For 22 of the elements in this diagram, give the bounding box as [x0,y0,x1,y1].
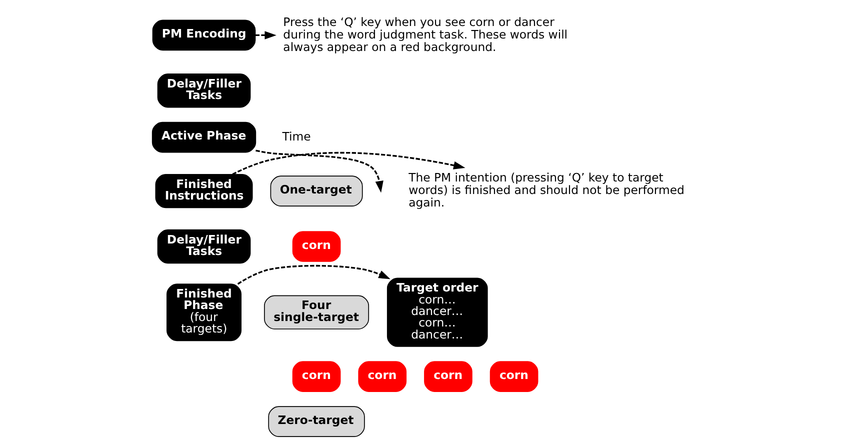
arrow [232,152,466,176]
node-text: The PM intention (pressing ‘Q’ key to target words) is finished and should not be performed again. [408,170,684,210]
node-box: corn [490,361,538,392]
arrow [255,31,276,40]
arrow [237,264,390,285]
node-box: corn [292,361,341,392]
node-box: Active Phase [152,122,256,153]
node-box: Four single-target [264,295,370,330]
label: Time [282,129,311,144]
node-box: corn [424,361,472,392]
node-box: corn [292,231,341,262]
node-box: Delay/Filler Tasks [157,229,251,264]
node-box: Delay/Filler Tasks [157,74,251,108]
node-box: Zero-target [268,406,365,437]
node-box: Finished Instructions [155,174,253,208]
node-box: Finished Phase (four targets) [166,284,242,342]
node-box: corn [358,361,407,392]
node-box: Target order corn… dancer… corn… dancer… [386,278,488,347]
arrow [256,150,384,193]
node-box: One-target [270,176,363,206]
node-text: Press the ‘Q’ key when you see corn or dancer during the word judgment task. These words will always appear on a red background. [283,14,568,54]
node-box: PM Encoding [152,20,256,51]
